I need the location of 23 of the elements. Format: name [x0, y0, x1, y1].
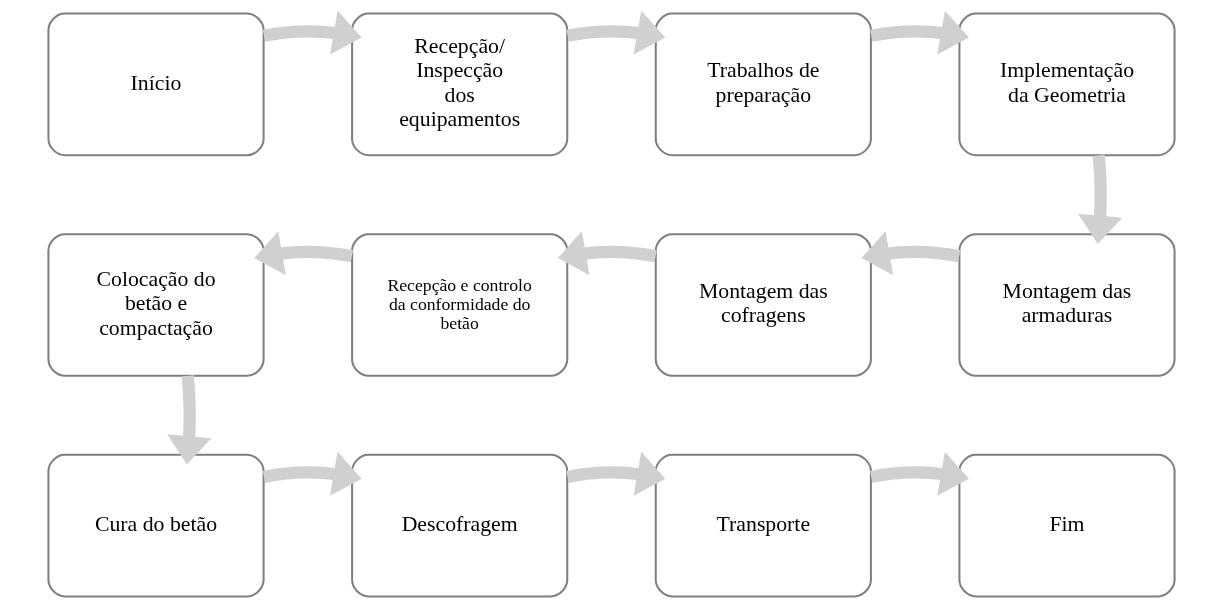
node-box: Implementação da Geometria	[958, 12, 1176, 157]
arrow	[566, 451, 666, 496]
node-box: Transporte	[654, 453, 872, 598]
arrow	[262, 10, 362, 55]
node-box: Descofragem	[351, 453, 569, 598]
node-box: Cura do betão	[47, 453, 265, 598]
node-box: Colocação do betão e compactação	[47, 233, 265, 377]
node-box: Fim	[958, 453, 1176, 598]
node-box: Montagem das armaduras	[958, 233, 1176, 377]
node-box: Início	[47, 12, 265, 157]
node-box: Montagem das cofragens	[654, 233, 872, 377]
node-box: Recepção/ Inspecção dos equipamentos	[351, 12, 569, 157]
arrow	[262, 451, 362, 496]
arrow	[167, 375, 212, 465]
arrow	[870, 10, 969, 55]
arrow	[870, 451, 969, 496]
node-box: Trabalhos de preparação	[654, 12, 872, 157]
node-box: Recepção e controlo da conformidade do betão	[351, 233, 569, 377]
arrow	[861, 231, 961, 276]
arrow	[254, 231, 353, 276]
arrow	[1078, 154, 1123, 244]
arrow	[566, 10, 666, 55]
arrow	[557, 231, 657, 276]
